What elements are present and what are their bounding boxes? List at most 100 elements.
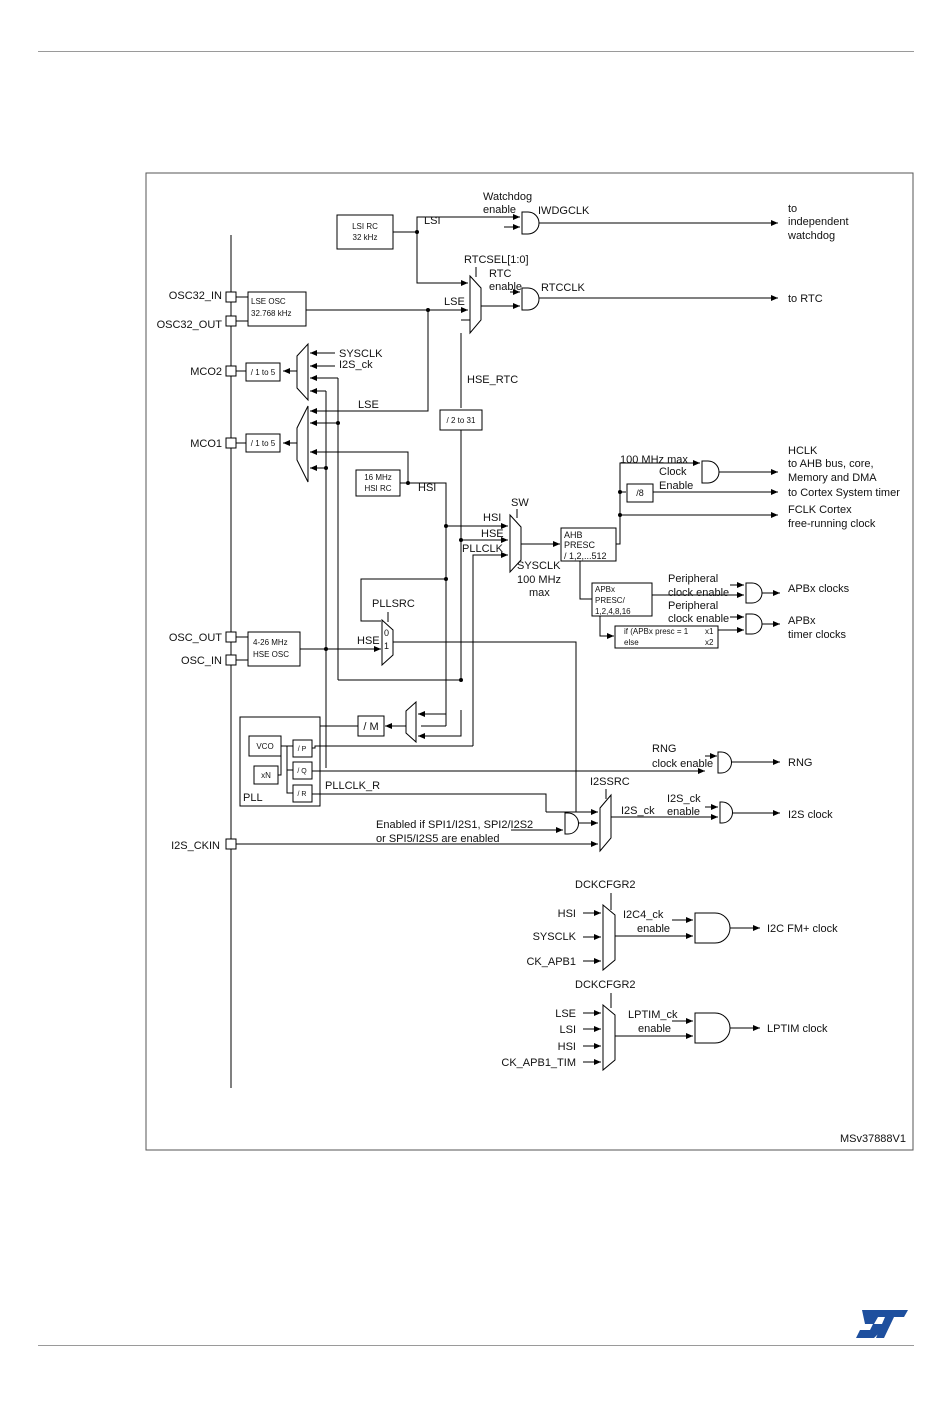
dckcfgr2-a-label: DCKCFGR2 <box>575 879 636 891</box>
svg-text:RTC: RTC <box>489 268 511 280</box>
svg-text:CK_APB1_TIM: CK_APB1_TIM <box>501 1057 576 1069</box>
svg-text:SYSCLK: SYSCLK <box>339 348 383 360</box>
svg-text:LSI RC: LSI RC <box>352 222 378 231</box>
svg-text:PLL: PLL <box>243 792 263 804</box>
pin-mco2-label: MCO2 <box>190 366 222 378</box>
svg-text:I2S_ck: I2S_ck <box>621 805 655 817</box>
svg-text:0: 0 <box>384 628 389 638</box>
svg-text:PRESC: PRESC <box>564 540 596 550</box>
svg-text:enable: enable <box>489 281 522 293</box>
lptim-and-gate <box>694 1012 731 1044</box>
hsi-rc-block: 16 MHz HSI RC <box>355 469 401 497</box>
output-i2s-clock: I2S clock <box>788 809 833 821</box>
div-2-31-block: / 2 to 31 <box>439 409 483 431</box>
iwdg-and-gate <box>521 211 540 235</box>
svg-text:16 MHz: 16 MHz <box>364 473 392 482</box>
svg-text:LSE: LSE <box>358 399 379 411</box>
apbx-timer-and-gate <box>745 613 763 635</box>
pllsrc-label: PLLSRC <box>372 598 415 610</box>
timer-mult-block: if (APBx presc = 1 x1 else x2 <box>614 625 719 649</box>
output-lptim: LPTIM clock <box>767 1023 828 1035</box>
svg-text:HSE: HSE <box>481 528 504 540</box>
st-logo <box>856 1310 908 1338</box>
header-rule <box>38 51 914 52</box>
svg-text:HSE: HSE <box>357 635 380 647</box>
svg-text:max: max <box>529 587 550 599</box>
svg-text:/ 1 to 5: / 1 to 5 <box>251 368 276 377</box>
svg-text:x2: x2 <box>705 638 714 647</box>
svg-text:PLLCLK: PLLCLK <box>462 543 504 555</box>
svg-text:Peripheral: Peripheral <box>668 573 718 585</box>
sw-label: SW <box>511 497 529 509</box>
svg-text:32 kHz: 32 kHz <box>353 233 378 242</box>
svg-text:else: else <box>624 638 639 647</box>
svg-text:HCLK: HCLK <box>788 445 818 457</box>
pll-input-mux <box>405 700 417 744</box>
i2s-mux <box>599 793 612 853</box>
svg-text:Clock: Clock <box>659 466 687 478</box>
svg-text:clock enable: clock enable <box>668 613 729 625</box>
pin-osc32-in-label: OSC32_IN <box>169 290 222 302</box>
pin-mco2: MCO2 <box>190 365 237 378</box>
svg-text:APBx: APBx <box>788 615 816 627</box>
rtcclk-label: RTCCLK <box>541 282 585 294</box>
dckcfgr2-b-label: DCKCFGR2 <box>575 979 636 991</box>
svg-text:/ M: / M <box>363 721 378 733</box>
svg-text:Peripheral: Peripheral <box>668 600 718 612</box>
i2s-and-gate <box>719 801 733 824</box>
svg-text:HSI RC: HSI RC <box>364 484 391 493</box>
i2c4-mux <box>602 903 616 972</box>
svg-text:Memory and DMA: Memory and DMA <box>788 472 877 484</box>
svg-text:independent: independent <box>788 216 849 228</box>
div-m-block: / M <box>357 715 385 737</box>
i2c4-and-gate <box>694 912 731 944</box>
svg-text:Enable: Enable <box>659 480 693 492</box>
svg-text:PRESC/: PRESC/ <box>595 596 626 605</box>
svg-text:clock enable: clock enable <box>652 758 713 770</box>
pin-osc32-in: OSC32_IN <box>169 290 237 303</box>
hclk-and-gate <box>701 460 720 484</box>
pin-i2s-ckin: I2S_CKIN <box>171 838 237 852</box>
svg-text:free-running clock: free-running clock <box>788 518 876 530</box>
svg-text:/ 2 to 31: / 2 to 31 <box>447 416 476 425</box>
div8-block: /8 <box>626 483 654 503</box>
svg-text:/ 1,2,...512: / 1,2,...512 <box>564 551 607 561</box>
svg-text:HSE OSC: HSE OSC <box>253 650 289 659</box>
ahb-presc-block: AHB PRESC / 1,2,...512 <box>560 527 617 562</box>
lse-label: LSE <box>444 296 465 308</box>
svg-text:4-26 MHz: 4-26 MHz <box>253 638 288 647</box>
output-fclk: FCLK Cortex free-running clock <box>788 504 876 530</box>
hse-rtc-label: HSE_RTC <box>467 374 518 386</box>
rtc-and-gate <box>521 287 540 311</box>
pin-osc-in: OSC_IN <box>181 654 237 667</box>
output-cortex-timer: to Cortex System timer <box>788 487 900 499</box>
svg-text:APBx: APBx <box>595 585 615 594</box>
output-rng: RNG <box>788 757 812 769</box>
svg-text:HSI: HSI <box>558 1041 576 1053</box>
apb-presc-block: APBx PRESC/ 1,2,4,8,16 <box>591 582 653 617</box>
lsi-label: LSI <box>424 215 441 227</box>
svg-text:HSI: HSI <box>558 908 576 920</box>
pin-mco1-label: MCO1 <box>190 438 222 450</box>
svg-text:enable: enable <box>483 204 516 216</box>
svg-text:FCLK Cortex: FCLK Cortex <box>788 504 852 516</box>
svg-text:/ Q: / Q <box>297 768 307 775</box>
rtcsel-label: RTCSEL[1:0] <box>464 254 529 266</box>
svg-text:1: 1 <box>384 641 389 651</box>
svg-text:I2C4_ck: I2C4_ck <box>623 909 664 921</box>
svg-text:Watchdog: Watchdog <box>483 191 532 203</box>
lsi-rc-block: LSI RC 32 kHz <box>336 214 394 250</box>
svg-text:/ P: / P <box>298 746 307 753</box>
svg-text:1,2,4,8,16: 1,2,4,8,16 <box>595 607 631 616</box>
pin-mco1: MCO1 <box>190 437 237 450</box>
svg-text:enable: enable <box>637 923 670 935</box>
diagram-frame <box>145 172 914 1151</box>
svg-text:or SPI5/I2S5 are enabled: or SPI5/I2S5 are enabled <box>376 833 500 845</box>
svg-text:if (APBx presc = 1: if (APBx presc = 1 <box>624 627 689 636</box>
svg-text:to: to <box>788 203 797 215</box>
lse-osc-block: LSE OSC 32.768 kHz <box>247 291 307 327</box>
lptim-mux <box>602 1003 616 1072</box>
iwdgclk-label: IWDGCLK <box>538 205 590 217</box>
svg-text:CK_APB1: CK_APB1 <box>526 956 576 968</box>
